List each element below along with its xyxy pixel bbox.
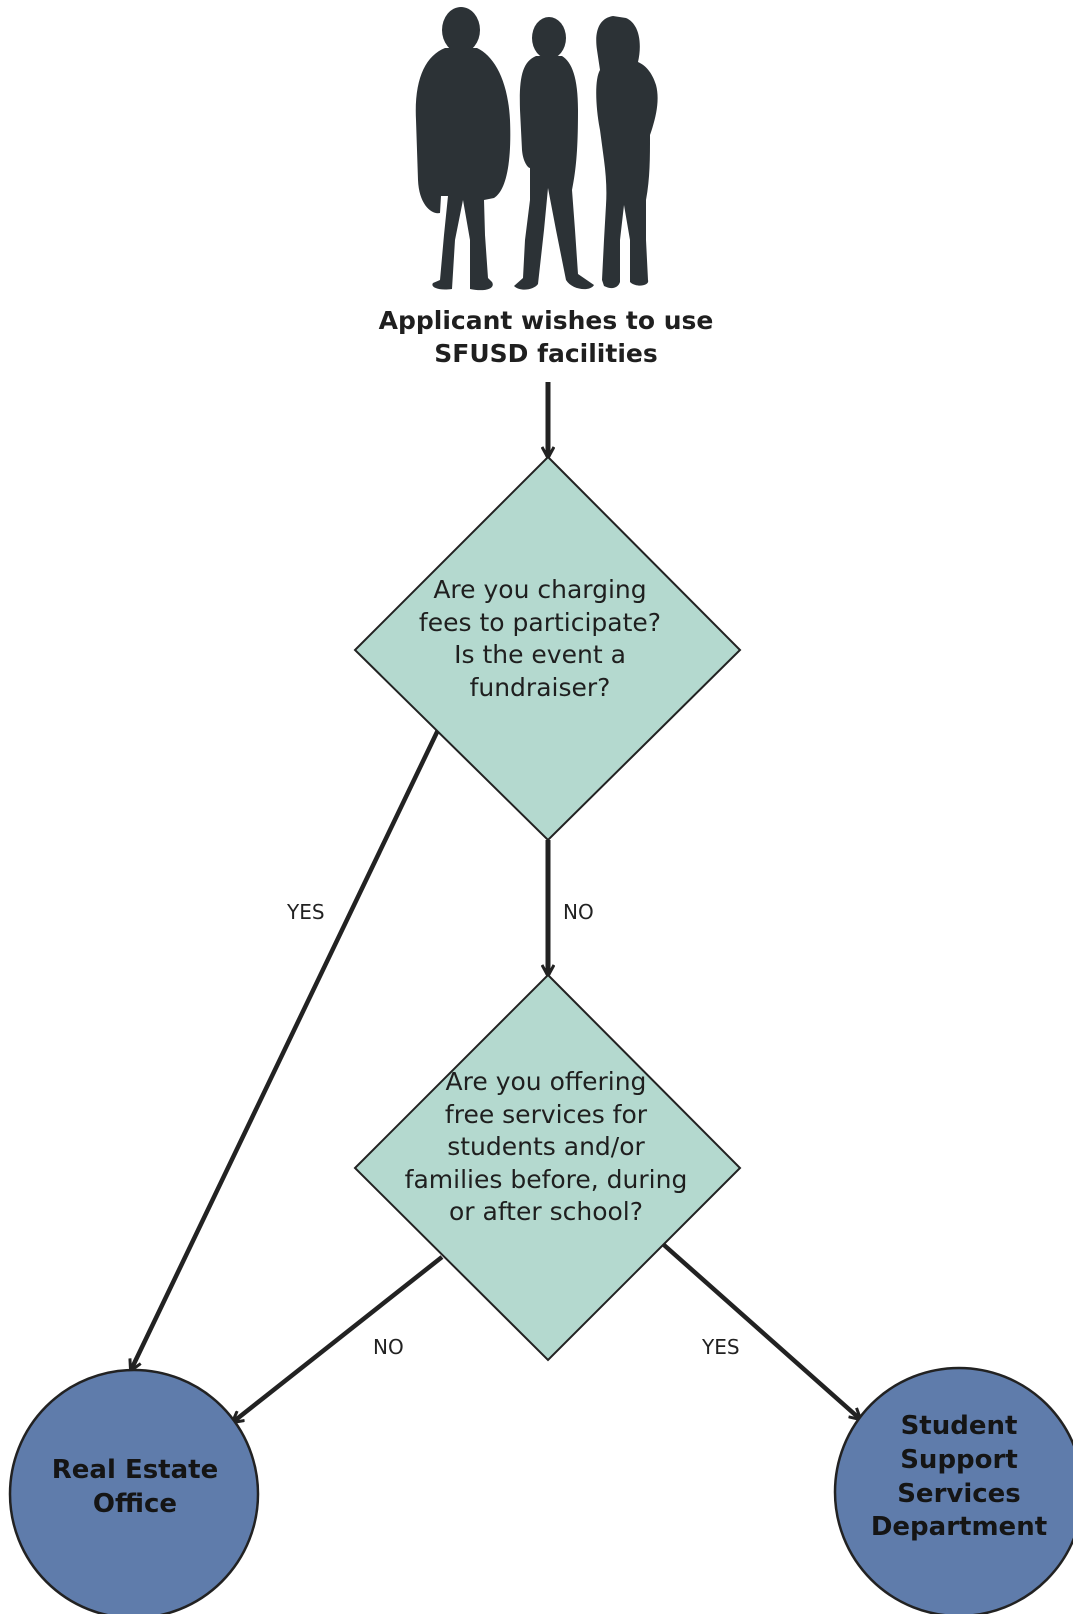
- student-support-line-4: Department: [870, 1512, 1048, 1543]
- student-support-line-3: Services: [897, 1478, 1021, 1509]
- edge-decision2-no: [233, 1255, 444, 1422]
- start-label: Applicant wishes to use SFUSD facilities: [336, 305, 756, 370]
- edge-label-d1-yes: YES: [287, 900, 325, 924]
- decision1-line-1: Are you charging: [433, 575, 647, 604]
- decision1-line-4: fundraiser?: [469, 672, 611, 702]
- student-support-line-1: Student: [900, 1411, 1018, 1441]
- decision1-question: Are you charging fees to participate? Is…: [390, 574, 690, 704]
- person-silhouette-left: [415, 7, 511, 291]
- student-support-services-node: [833, 1366, 1073, 1614]
- decision2-question: Are you offering free services for stude…: [372, 1066, 720, 1229]
- decision2-diamond: [353, 973, 742, 1362]
- decision2-line-1: Are you offering: [445, 1067, 647, 1096]
- three-people-silhouette-icon: [415, 7, 658, 291]
- decision2-line-3: students and/or: [447, 1132, 645, 1161]
- decision2-line-2: free services for: [444, 1099, 648, 1129]
- decision1-line-2: fees to participate?: [418, 607, 662, 637]
- start-label-line-1: Applicant wishes to use: [378, 306, 714, 335]
- real-estate-office-node: [8, 1368, 260, 1614]
- decision2-line-4: families before, during: [404, 1164, 688, 1194]
- student-support-label: Student Support Services Department: [851, 1410, 1067, 1545]
- real-estate-line-1: Real Estate: [51, 1455, 219, 1485]
- student-support-line-2: Support: [900, 1444, 1018, 1475]
- edge-decision2-yes: [662, 1243, 860, 1419]
- edge-label-d1-no: NO: [563, 900, 594, 924]
- edge-decision1-yes: [131, 729, 441, 1370]
- real-estate-office-label: Real Estate Office: [20, 1454, 250, 1522]
- person-silhouette-middle: [514, 17, 594, 290]
- edge-label-d2-yes: YES: [702, 1335, 740, 1359]
- decision2-line-5: or after school?: [448, 1197, 644, 1226]
- person-silhouette-right: [596, 16, 658, 289]
- start-label-line-2: SFUSD facilities: [434, 338, 658, 368]
- decision1-line-3: Is the event a: [454, 640, 626, 669]
- decision1-diamond: [353, 455, 742, 842]
- edge-label-d2-no: NO: [373, 1335, 404, 1359]
- real-estate-line-2: Office: [92, 1488, 178, 1519]
